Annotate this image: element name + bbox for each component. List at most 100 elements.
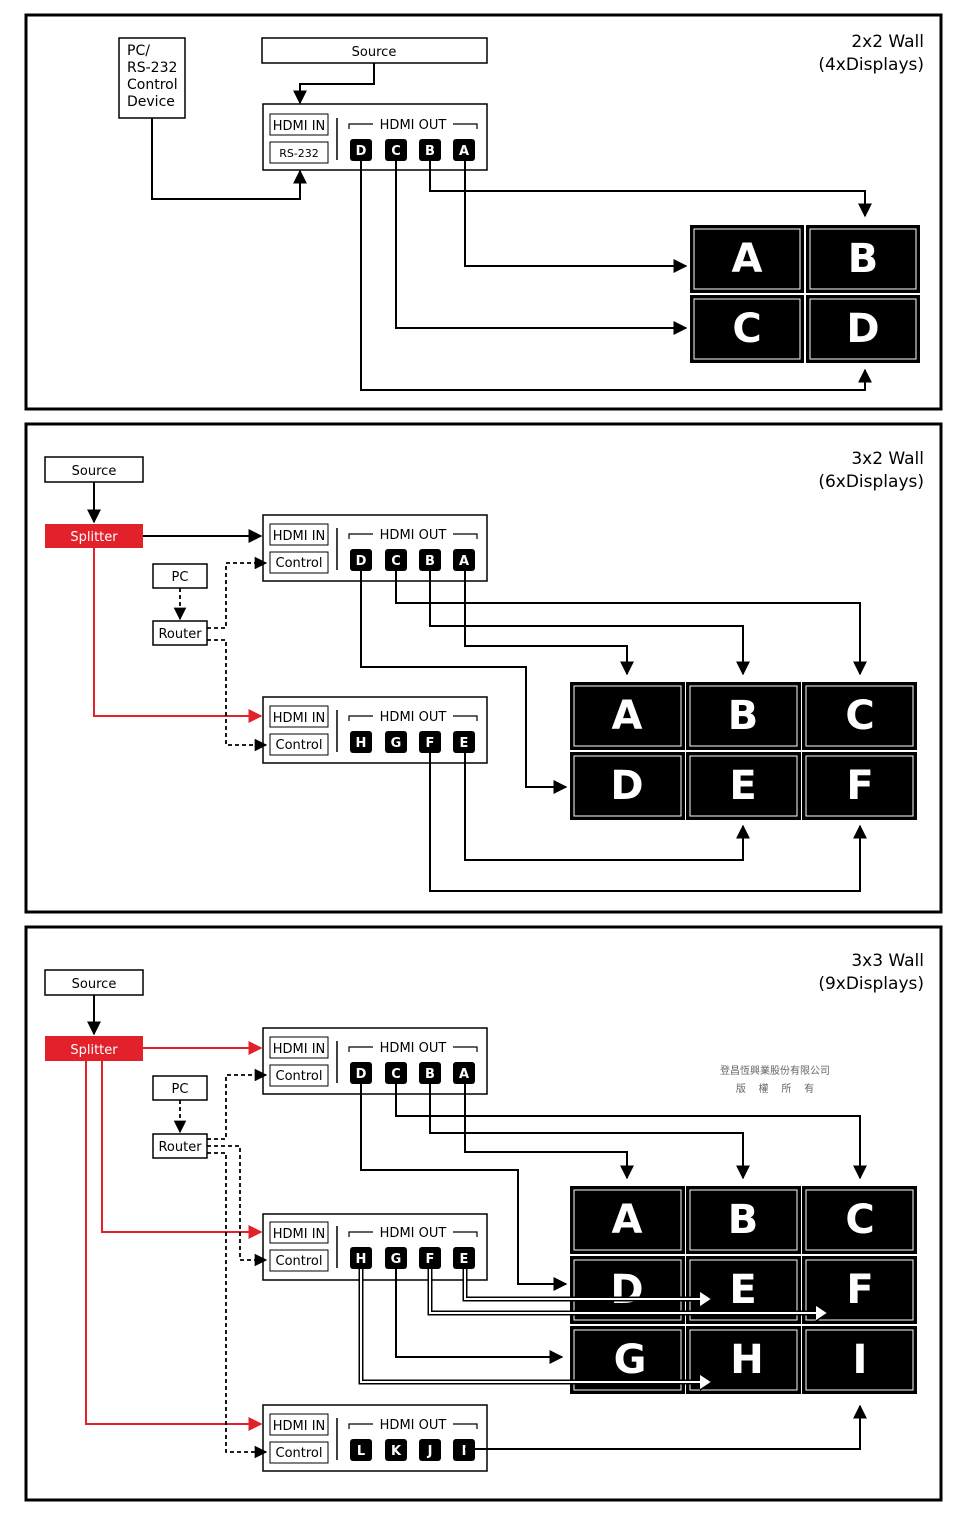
panel-3x2-wall: 3x2 Wall (6xDisplays) Source Splitter PC… bbox=[24, 422, 943, 914]
display-f: F bbox=[802, 752, 917, 820]
hdmi-out-label: HDMI OUT bbox=[380, 528, 447, 543]
hdmi-in-label: HDMI IN bbox=[273, 711, 326, 726]
hdmi-in-label: HDMI IN bbox=[273, 1042, 326, 1057]
splitter-box bbox=[45, 1036, 143, 1061]
svg-text:A: A bbox=[612, 1197, 643, 1243]
svg-text:J: J bbox=[427, 1444, 433, 1459]
control-device-label-2: RS-232 bbox=[127, 60, 177, 76]
pc-label: PC bbox=[172, 570, 189, 585]
output-port-b: B bbox=[419, 549, 441, 571]
hdmi-out-bracket bbox=[348, 123, 478, 129]
svg-text:A: A bbox=[459, 554, 469, 569]
panel-subtitle: (6xDisplays) bbox=[818, 472, 924, 492]
svg-text:L: L bbox=[357, 1444, 365, 1459]
hdmi-in-label: HDMI IN bbox=[273, 1419, 326, 1434]
splitter-red-link bbox=[93, 548, 263, 723]
control-label: Control bbox=[276, 1254, 323, 1269]
display-c: C bbox=[802, 682, 917, 750]
svg-text:B: B bbox=[728, 1197, 759, 1243]
output-port-h: H bbox=[350, 731, 372, 753]
svg-text:C: C bbox=[391, 1067, 401, 1082]
panel-border bbox=[24, 422, 943, 914]
source-box bbox=[44, 969, 144, 996]
connections bbox=[87, 995, 867, 1450]
display-b: B bbox=[686, 682, 801, 750]
svg-text:B: B bbox=[728, 693, 759, 739]
rs232-port bbox=[269, 141, 329, 164]
svg-text:F: F bbox=[846, 1267, 873, 1313]
router-box bbox=[152, 620, 208, 646]
controller-unit-2: HDMI IN Control HDMI OUT H G F E bbox=[262, 1213, 488, 1281]
display-d: D bbox=[570, 752, 685, 820]
splitter-label: Splitter bbox=[70, 530, 118, 545]
svg-text:D: D bbox=[846, 306, 879, 352]
router-box bbox=[152, 1133, 208, 1159]
panel-title: 3x3 Wall bbox=[851, 951, 924, 971]
controller-unit-1: HDMI IN Control HDMI OUT D C B A bbox=[262, 1027, 488, 1095]
display-e: E bbox=[686, 752, 801, 820]
svg-text:G: G bbox=[614, 1337, 647, 1383]
display-c: C bbox=[802, 1186, 917, 1254]
svg-text:C: C bbox=[845, 693, 874, 739]
svg-text:D: D bbox=[356, 554, 367, 569]
svg-text:D: D bbox=[610, 763, 643, 809]
source-label: Source bbox=[72, 464, 117, 479]
svg-text:E: E bbox=[729, 1267, 756, 1313]
control-device-box bbox=[118, 37, 186, 119]
output-port-d: D bbox=[350, 549, 372, 571]
svg-text:H: H bbox=[730, 1337, 763, 1383]
panel-3x3-wall: 3x3 Wall (9xDisplays) 登昌恆興業股份有限公司 版 權 所 … bbox=[24, 925, 943, 1502]
svg-text:I: I bbox=[853, 1337, 868, 1383]
display-wall: A B C D E F G H I bbox=[570, 1186, 917, 1394]
display-a: A bbox=[690, 225, 804, 293]
svg-text:A: A bbox=[459, 144, 469, 159]
svg-text:G: G bbox=[391, 736, 402, 751]
output-port-f: F bbox=[419, 731, 441, 753]
svg-text:F: F bbox=[426, 1252, 435, 1267]
display-wall: A B C D E F bbox=[570, 682, 917, 820]
control-device-label-3: Control bbox=[127, 77, 178, 93]
svg-text:I: I bbox=[462, 1444, 467, 1459]
display-b: B bbox=[806, 225, 920, 293]
output-port-j: J bbox=[419, 1439, 441, 1461]
panel-title: 3x2 Wall bbox=[851, 449, 924, 469]
svg-text:A: A bbox=[612, 693, 643, 739]
router-label: Router bbox=[158, 627, 202, 642]
output-port-c: C bbox=[385, 139, 407, 161]
output-port-f: F bbox=[419, 1247, 441, 1269]
svg-text:C: C bbox=[391, 144, 401, 159]
control-dashed-links bbox=[173, 556, 268, 752]
panel-border bbox=[24, 925, 943, 1502]
controller-unit-1: HDMI IN Control HDMI OUT D C B A bbox=[262, 514, 488, 582]
rs232-label: RS-232 bbox=[279, 147, 319, 160]
watermark-line-1: 登昌恆興業股份有限公司 bbox=[720, 1064, 830, 1077]
hdmi-out-label: HDMI OUT bbox=[380, 1418, 447, 1433]
splitter-box bbox=[45, 524, 143, 548]
source-label: Source bbox=[352, 45, 397, 60]
svg-text:B: B bbox=[425, 1067, 435, 1082]
svg-text:E: E bbox=[729, 763, 756, 809]
output-port-a: A bbox=[453, 139, 475, 161]
output-port-a: A bbox=[453, 549, 475, 571]
control-label: Control bbox=[276, 738, 323, 753]
splitter-label: Splitter bbox=[70, 1043, 118, 1058]
output-port-g: G bbox=[385, 1247, 407, 1269]
splitter-red-links bbox=[85, 1041, 263, 1431]
connections bbox=[87, 482, 867, 892]
output-port-e: E bbox=[453, 731, 475, 753]
controller-unit-3: HDMI IN Control HDMI OUT L K J I bbox=[262, 1404, 488, 1472]
svg-text:C: C bbox=[732, 306, 761, 352]
connections bbox=[151, 63, 872, 391]
router-label: Router bbox=[158, 1140, 202, 1155]
svg-text:D: D bbox=[356, 1067, 367, 1082]
hdmi-out-label: HDMI OUT bbox=[380, 1226, 447, 1241]
hdmi-out-label: HDMI OUT bbox=[380, 1041, 447, 1056]
svg-text:D: D bbox=[356, 144, 367, 159]
control-label: Control bbox=[276, 1069, 323, 1084]
svg-text:E: E bbox=[460, 736, 469, 751]
hdmi-in-label: HDMI IN bbox=[273, 1227, 326, 1242]
output-port-d: D bbox=[350, 1062, 372, 1084]
output-port-k: K bbox=[385, 1439, 407, 1461]
svg-text:G: G bbox=[391, 1252, 402, 1267]
